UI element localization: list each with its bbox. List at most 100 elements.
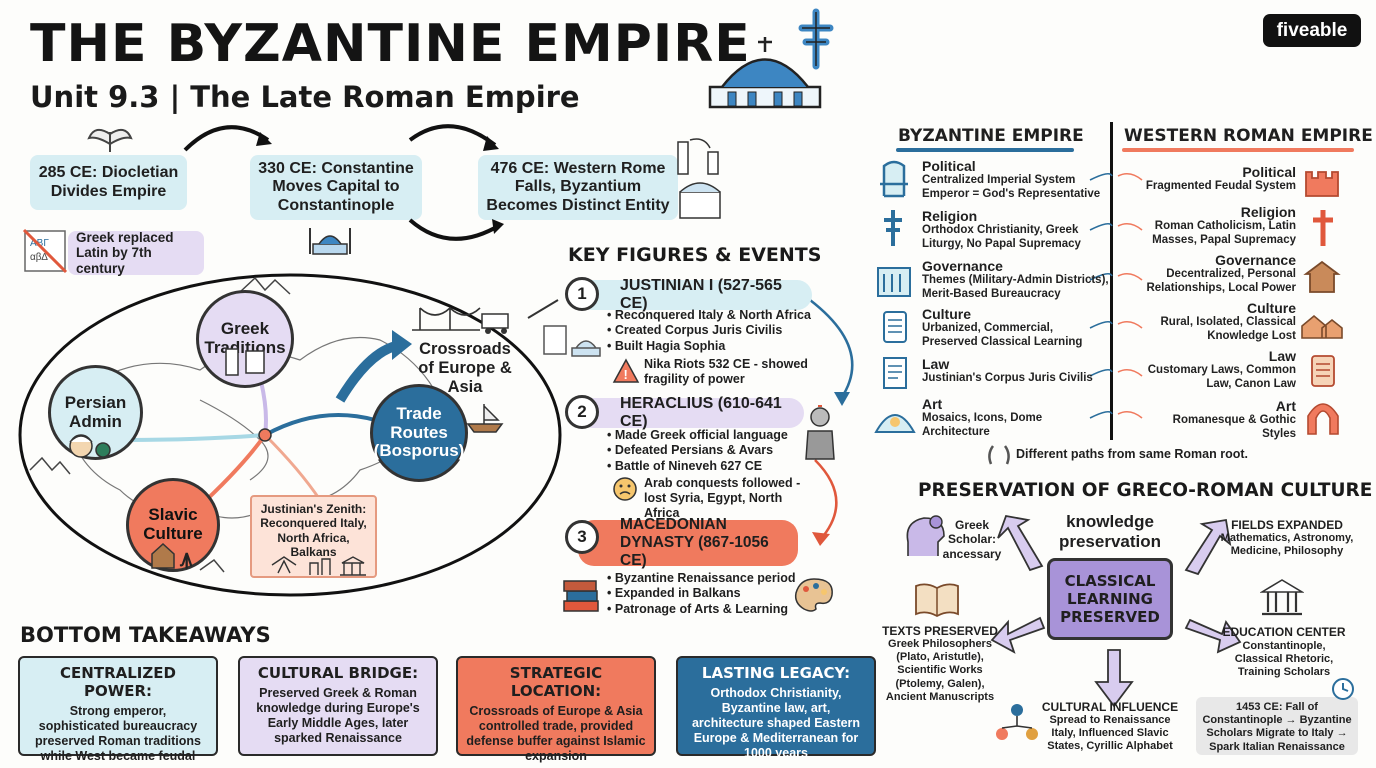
figure-heraclius-name: HERACLIUS (610-641 CE) <box>620 395 782 430</box>
sad-face-icon <box>613 477 637 501</box>
row-culture-west: Culture Rural, Isolated, Classical Knowl… <box>1160 300 1296 342</box>
scroll-icon <box>883 311 907 343</box>
row-governance-west: Governance Decentralized, Personal Relat… <box>1146 252 1296 294</box>
scholar-head-icon <box>906 515 945 556</box>
row-law-east: Law Justinian's Corpus Juris Civilis <box>922 356 1093 384</box>
page-title: THE BYZANTINE EMPIRE <box>30 14 751 74</box>
language-note: Greek replaced Latin by 7th century <box>68 230 204 276</box>
byzantine-underline <box>896 148 1074 152</box>
orthodox-cross-icon <box>798 8 834 70</box>
takeaway-strategic-location: STRATEGIC LOCATION: Crossroads of Europe… <box>456 656 656 763</box>
figure-justinian-header: JUSTINIAN I (527-565 CE) <box>578 277 812 312</box>
takeaway-centralized-power: CENTRALIZED POWER: Strong emperor, sophi… <box>18 656 218 763</box>
slavic-church-icon: Ꙟ <box>151 542 193 570</box>
education-center-title: EDUCATION CENTER <box>1222 625 1346 639</box>
row-art-west: Art Romanesque & Gothic Styles <box>1172 398 1296 440</box>
column-divider <box>1110 122 1113 440</box>
latin-cross-icon <box>1313 210 1333 246</box>
figure-heraclius-header: HERACLIUS (610-641 CE) <box>578 395 804 430</box>
figure-1-badge: 1 <box>565 277 599 311</box>
network-people-icon <box>996 704 1038 740</box>
zenith-icons <box>271 556 366 576</box>
fields-expanded-title: FIELDS EXPANDED <box>1231 518 1343 532</box>
classical-learning-center: CLASSICAL LEARNING PRESERVED <box>1047 558 1173 640</box>
soldier-icon <box>805 405 835 460</box>
education-center-desc: Constantinople, Classical Rhetoric, Trai… <box>1234 640 1334 679</box>
orthodox-cross-small-icon <box>884 210 902 246</box>
castle-icon <box>1305 171 1339 197</box>
column-scroll-icon <box>225 348 265 376</box>
comparison-footer: Different paths from same Roman root. <box>1016 447 1248 461</box>
western-underline <box>1122 148 1354 152</box>
government-building-icon <box>877 267 911 297</box>
bridge-truck-icon <box>412 306 509 334</box>
books-icon <box>563 580 599 612</box>
fields-expanded-desc: Mathematics, Astronomy, Medicine, Philos… <box>1220 532 1354 558</box>
laurel-icon <box>988 445 1010 465</box>
fall-of-constantinople-note: 1453 CE: Fall of Constantinople → Byzant… <box>1196 697 1358 755</box>
figure-heraclius-bullets: Made Greek official language Defeated Pe… <box>607 428 788 474</box>
brand-logo[interactable]: fiveable <box>1263 14 1361 47</box>
crossed-alphabet-icon: ΑΒΓ αβ∆ <box>22 228 68 274</box>
comparison-arrows <box>1089 172 1143 419</box>
cultural-influence-desc: Spread to Renaissance Italy, Influenced … <box>1047 714 1173 753</box>
timeline-event-330: 330 CE: Constantine Moves Capital to Con… <box>250 155 422 220</box>
texts-preserved-title: TEXTS PRESERVED <box>882 624 998 638</box>
row-political-east: Political Centralized Imperial System Em… <box>922 158 1101 200</box>
key-figures-arrows <box>527 299 854 546</box>
slavic-culture-bubble: Slavic Culture <box>126 478 220 572</box>
parchment-icon <box>1311 355 1335 387</box>
greek-scholar-label: Greek Scholar: ancessary <box>942 518 1002 561</box>
western-column-title: WESTERN ROMAN EMPIRE <box>1124 126 1373 146</box>
svg-text:αβ∆: αβ∆ <box>30 252 49 263</box>
ship-icon <box>466 404 504 433</box>
key-figures-title: KEY FIGURES & EVENTS <box>568 244 822 266</box>
mosaic-dome-icon <box>874 414 916 433</box>
row-political-west: Political Fragmented Feudal System <box>1145 164 1296 192</box>
takeaways-title: BOTTOM TAKEAWAYS <box>20 623 271 647</box>
figure-macedonian-bullets: Byzantine Renaissance period Expanded in… <box>607 571 796 617</box>
figure-justinian-note: Nika Riots 532 CE - showed fragility of … <box>644 357 808 386</box>
row-law-west: Law Customary Laws, Common Law, Canon La… <box>1147 348 1296 390</box>
figure-heraclius-note: Arab conquests followed - lost Syria, Eg… <box>644 476 801 520</box>
greek-traditions-bubble: Greek Traditions <box>196 290 294 388</box>
village-icon <box>1301 314 1343 339</box>
svg-text:!: ! <box>624 367 628 382</box>
persian-admin-bubble: Persian Admin <box>48 365 143 460</box>
clock-icon <box>1332 678 1354 700</box>
justinian-zenith-note: Justinian's Zenith: Reconquered Italy, N… <box>250 495 377 578</box>
trade-routes-bubble: Trade Routes (Bosporus) <box>370 384 468 482</box>
turban-figure-icon <box>69 434 111 458</box>
cultural-influence-title: CULTURAL INFLUENCE <box>1041 700 1179 714</box>
knowledge-preservation-label: knowledge preservation <box>1058 512 1162 551</box>
warning-icon: ! <box>612 358 640 383</box>
figure-macedonian-name: MACEDONIAN DYNASTY (867-1056 CE) <box>620 516 769 569</box>
figure-macedonian-header: MACEDONIAN DYNASTY (867-1056 CE) <box>578 516 798 569</box>
throne-icon <box>880 160 908 198</box>
svg-text:ΑΒΓ: ΑΒΓ <box>30 238 49 249</box>
timeline-event-476: 476 CE: Western Rome Falls, Byzantium Be… <box>478 155 678 220</box>
figure-2-badge: 2 <box>565 395 599 429</box>
row-culture-east: Culture Urbanized, Commercial, Preserved… <box>922 306 1083 348</box>
double-eagle-icon <box>87 128 133 152</box>
timeline-event-285: 285 CE: Diocletian Divides Empire <box>30 155 187 210</box>
scroll-dome-icon <box>543 325 601 357</box>
texts-preserved-desc: Greek Philosophers (Plato, Aristutle), S… <box>885 638 995 703</box>
hut-icon <box>1303 260 1341 293</box>
crossroads-label: Crossroads of Europe & Asia <box>418 340 512 396</box>
preservation-arrows <box>990 514 1242 708</box>
takeaway-lasting-legacy: LASTING LEGACY: Orthodox Christianity, B… <box>676 656 876 760</box>
preservation-title: PRESERVATION OF GRECO-ROMAN CULTURE <box>918 480 1373 501</box>
svg-text:Ꙟ: Ꙟ <box>179 550 193 570</box>
open-book-icon <box>915 583 959 618</box>
church-dome-icon <box>708 37 822 109</box>
row-governance-east: Governance Themes (Military-Admin Distri… <box>922 258 1109 300</box>
byzantine-column-title: BYZANTINE EMPIRE <box>898 126 1084 146</box>
mosque-icon <box>309 228 351 255</box>
gothic-arch-icon <box>1307 403 1339 435</box>
figure-justinian-bullets: Reconquered Italy & North Africa Created… <box>607 308 811 354</box>
figure-3-badge: 3 <box>565 520 599 554</box>
law-document-icon <box>883 357 907 389</box>
timeline-arrows <box>183 124 504 241</box>
academy-building-icon <box>1260 579 1304 616</box>
